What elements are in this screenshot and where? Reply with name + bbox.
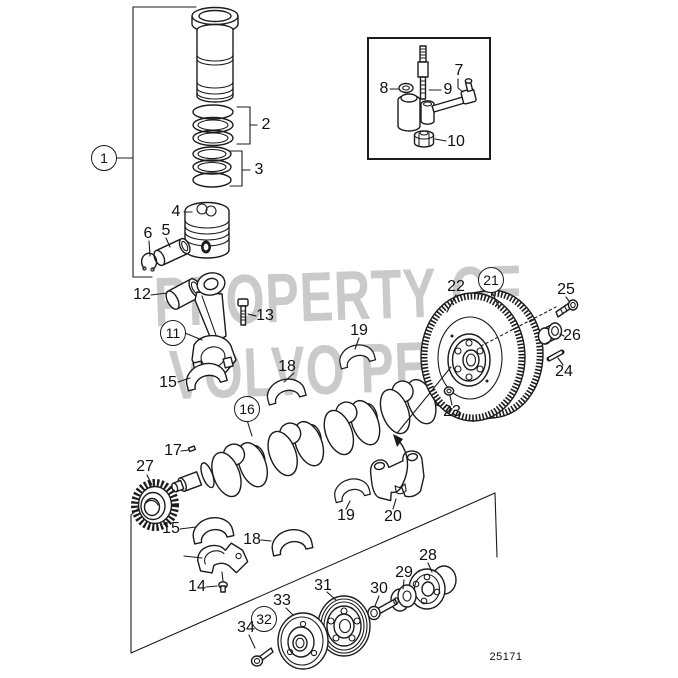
callout-26: 26 — [563, 327, 581, 344]
bearing-shell-18-lower — [268, 525, 314, 557]
belt-pulley-drawing — [317, 595, 371, 657]
callout-11: 11 — [160, 320, 186, 346]
nozzle-arm-drawing — [431, 78, 477, 113]
pilot-bushing-drawing — [537, 322, 563, 345]
ring-gear-teeth — [421, 293, 525, 421]
callout-9: 9 — [443, 81, 453, 98]
callout-23: 23 — [443, 403, 461, 420]
circlip-drawing — [140, 252, 158, 272]
figure-number: 25171 — [489, 651, 523, 663]
callout-31: 31 — [314, 577, 332, 594]
callout-22: 22 — [447, 278, 465, 295]
bearing-shell-18-upper — [263, 374, 307, 406]
flywheel-drawing — [420, 289, 544, 422]
nozzle-washer-drawing — [398, 82, 414, 94]
leader-lines — [146, 211, 570, 649]
callout-27: 27 — [136, 458, 154, 475]
crank-key-drawing — [187, 445, 197, 453]
nozzle-nut-drawing — [413, 130, 435, 148]
callout-20: 20 — [384, 508, 402, 525]
callout-7: 7 — [454, 62, 464, 79]
damper-bolt-drawing — [250, 647, 274, 667]
compression-rings-drawing — [192, 104, 258, 147]
thrust-cap-drawing — [369, 450, 425, 502]
callout-3: 3 — [254, 161, 264, 178]
callout-6: 6 — [143, 225, 153, 242]
callout-18: 18 — [278, 358, 296, 375]
nozzle-stud-drawing — [417, 45, 429, 100]
crank-gear-drawing — [131, 479, 179, 531]
crank-hub-drawing — [408, 565, 457, 610]
callout-30: 30 — [370, 580, 388, 597]
callout-34: 34 — [237, 619, 255, 636]
callout-16: 16 — [234, 396, 260, 422]
callout-28: 28 — [419, 547, 437, 564]
callout-1-bracket — [115, 6, 197, 278]
callout-29: 29 — [395, 564, 413, 581]
flywheel-nut-drawing — [443, 386, 455, 396]
oil-rings-drawing — [192, 146, 251, 188]
callout-8: 8 — [379, 80, 389, 97]
callout-4: 4 — [171, 203, 181, 220]
callout-5: 5 — [161, 222, 171, 239]
callout-18: 18 — [243, 531, 261, 548]
callout-19: 19 — [337, 507, 355, 524]
hub-bolt-drawing — [367, 597, 399, 621]
piston-drawing — [184, 201, 230, 259]
callout-24: 24 — [555, 363, 573, 380]
callout-10: 10 — [447, 133, 465, 150]
nozzle-body-drawing — [397, 93, 435, 132]
callout-21: 21 — [478, 267, 504, 293]
cap-bolt-drawing — [218, 571, 228, 593]
spacer-drawing — [390, 584, 417, 612]
callout-19: 19 — [350, 322, 368, 339]
callout-33: 33 — [273, 592, 291, 609]
rotation-arrow — [393, 434, 409, 488]
connecting-rod-drawing — [191, 272, 237, 376]
callout-2: 2 — [261, 116, 271, 133]
callout-25: 25 — [557, 281, 575, 298]
callout-13: 13 — [256, 307, 274, 324]
callout-17: 17 — [164, 442, 182, 459]
piston-pin-drawing — [153, 237, 191, 267]
bearing-shell-15-lower — [189, 513, 235, 545]
damper-pulley-drawing — [277, 612, 329, 670]
dowel-pin-drawing — [546, 349, 565, 362]
bearing-shell-19-lower — [330, 474, 372, 504]
callout-14: 14 — [188, 578, 206, 595]
crankshaft-drawing — [171, 370, 450, 498]
callout-32: 32 — [251, 606, 277, 632]
callout-15: 15 — [162, 520, 180, 537]
main-bearing-cap-drawing — [196, 542, 249, 574]
callout-1: 1 — [91, 145, 117, 171]
callout-12: 12 — [133, 286, 151, 303]
flywheel-bolt-drawing — [555, 299, 579, 318]
rod-bolt-drawing — [237, 298, 249, 326]
callout-15: 15 — [159, 374, 177, 391]
cylinder-liner-drawing — [191, 6, 239, 103]
cooling-nozzle-inset — [367, 37, 491, 160]
